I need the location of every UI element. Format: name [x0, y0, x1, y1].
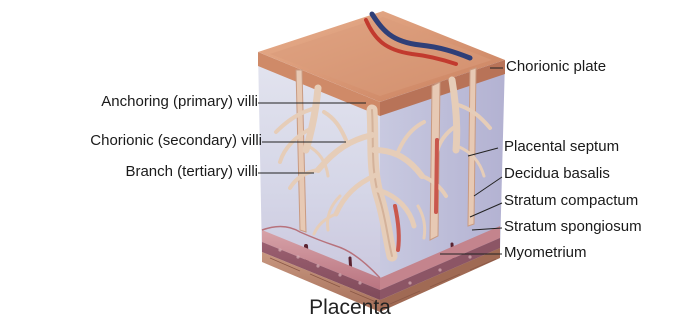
label-branch-villi: Branch (tertiary) villi — [125, 163, 258, 181]
label-myometrium: Myometrium — [504, 244, 587, 262]
label-stratum-spongiosum: Stratum spongiosum — [504, 218, 642, 236]
label-decidua-basalis: Decidua basalis — [504, 165, 610, 183]
label-chorionic-plate: Chorionic plate — [506, 58, 606, 76]
label-anchoring-villi: Anchoring (primary) villi — [101, 93, 258, 111]
figure-caption: Placenta — [0, 296, 700, 320]
label-stratum-compactum: Stratum compactum — [504, 192, 638, 210]
label-chorionic-villi: Chorionic (secondary) villi — [90, 132, 262, 150]
label-placental-septum: Placental septum — [504, 138, 619, 156]
